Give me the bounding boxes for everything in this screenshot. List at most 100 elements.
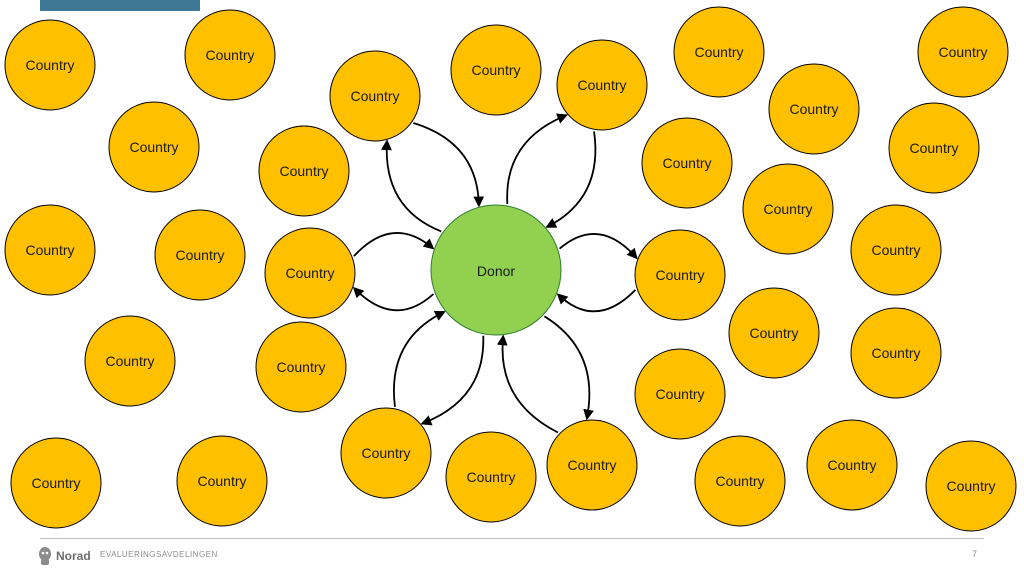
norad-logo-text: Norad (56, 549, 91, 563)
country-node: Country (925, 440, 1017, 532)
flow-arrow (393, 311, 446, 407)
country-label: Country (909, 140, 958, 156)
country-node: Country (850, 204, 942, 296)
country-circle (850, 307, 942, 399)
flow-arrow (506, 113, 569, 205)
flow-arrow (353, 232, 435, 257)
country-label: Country (763, 201, 812, 217)
country-label: Country (827, 457, 876, 473)
country-node: Country (850, 307, 942, 399)
country-node: Country (184, 9, 276, 101)
donor-node: Donor (430, 204, 562, 336)
country-label: Country (662, 155, 711, 171)
country-circle (742, 163, 834, 255)
country-label: Country (567, 457, 616, 473)
country-circle (450, 24, 542, 116)
donor-label: Donor (477, 263, 515, 279)
country-circle (556, 39, 648, 131)
country-label: Country (655, 267, 704, 283)
country-node: Country (108, 101, 200, 193)
donor-country-arrows (352, 113, 638, 434)
country-node: Country (10, 437, 102, 529)
country-node: Country (264, 227, 356, 319)
country-node: Country (673, 6, 765, 98)
country-label: Country (129, 139, 178, 155)
country-label: Country (105, 353, 154, 369)
country-node: Country (742, 163, 834, 255)
flow-arrow (381, 139, 442, 233)
page-number: 7 (972, 549, 978, 559)
country-circle (634, 229, 726, 321)
country-node: Country (694, 435, 786, 527)
country-circle (806, 419, 898, 511)
country-circle (255, 321, 347, 413)
country-label: Country (871, 242, 920, 258)
country-circle (154, 209, 246, 301)
country-circle (445, 431, 537, 523)
footer-divider (40, 538, 984, 539)
country-node: Country (84, 315, 176, 407)
country-label: Country (871, 345, 920, 361)
flow-arrow (352, 286, 435, 312)
country-label: Country (361, 445, 410, 461)
country-node: Country (768, 63, 860, 155)
country-label: Country (749, 325, 798, 341)
flow-arrow (556, 289, 637, 313)
country-circle (4, 204, 96, 296)
country-node: Country (176, 435, 268, 527)
country-node: Country (329, 50, 421, 142)
country-label: Country (471, 62, 520, 78)
country-label: Country (715, 473, 764, 489)
country-node: Country (634, 348, 726, 440)
country-label: Country (197, 473, 246, 489)
country-label: Country (175, 247, 224, 263)
country-label: Country (25, 57, 74, 73)
country-circle (546, 419, 638, 511)
country-circle (84, 315, 176, 407)
flow-arrow (543, 315, 594, 421)
donor-circle (430, 204, 562, 336)
footer-department: EVALUERINGSAVDELINGEN (100, 550, 218, 559)
flow-arrow (545, 131, 597, 228)
country-label: Country (276, 359, 325, 375)
country-circle (176, 435, 268, 527)
country-node: Country (556, 39, 648, 131)
country-node: Country (255, 321, 347, 413)
country-circle (184, 9, 276, 101)
flow-arrow (413, 122, 485, 208)
country-circle (264, 227, 356, 319)
country-node: Country (258, 125, 350, 217)
country-circle (925, 440, 1017, 532)
country-circle (768, 63, 860, 155)
country-circle (641, 117, 733, 209)
title-accent-bar (40, 0, 200, 11)
country-label: Country (285, 265, 334, 281)
country-label: Country (946, 478, 995, 494)
country-label: Country (466, 469, 515, 485)
country-node: Country (634, 229, 726, 321)
country-node: Country (450, 24, 542, 116)
country-node: Country (445, 431, 537, 523)
norad-logo-icon (39, 547, 51, 565)
country-circle (258, 125, 350, 217)
country-node: Country (888, 102, 980, 194)
country-label: Country (938, 44, 987, 60)
country-circle (108, 101, 200, 193)
flow-arrow (496, 334, 559, 434)
country-circle (10, 437, 102, 529)
country-label: Country (279, 163, 328, 179)
country-label: Country (350, 88, 399, 104)
country-node: Country (546, 419, 638, 511)
country-nodes: CountryCountryCountryCountryCountryCount… (4, 6, 1017, 532)
norad-logo: Norad (38, 546, 91, 566)
country-circle (917, 6, 1009, 98)
country-node: Country (4, 19, 96, 111)
flow-arrow (558, 233, 638, 260)
country-circle (634, 348, 726, 440)
country-circle (4, 19, 96, 111)
country-node: Country (806, 419, 898, 511)
country-label: Country (694, 44, 743, 60)
country-label: Country (31, 475, 80, 491)
country-circle (888, 102, 980, 194)
